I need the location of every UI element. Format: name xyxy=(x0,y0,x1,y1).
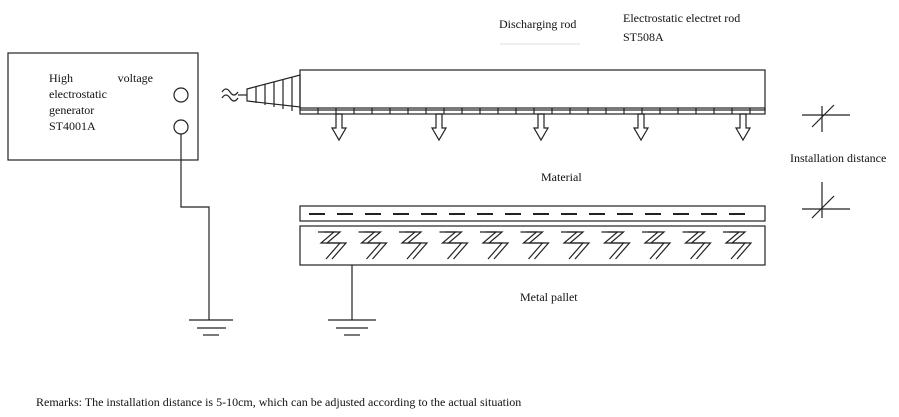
pallet-zigzag xyxy=(688,231,712,260)
material-sheet xyxy=(299,205,766,222)
pallet-zigzag xyxy=(607,231,631,260)
rod-connector xyxy=(246,74,301,111)
generator-label: High voltage electrostatic generator ST4… xyxy=(49,70,153,134)
installation-distance-label: Installation distance xyxy=(790,151,887,165)
remark-text: Remarks: The installation distance is 5-… xyxy=(36,395,522,409)
generator-ground-wire xyxy=(180,134,210,320)
metal-pallet-hatching xyxy=(318,231,753,260)
pallet-zigzag xyxy=(480,231,504,260)
pallet-zigzag xyxy=(405,231,429,260)
material-label: Material xyxy=(541,170,582,184)
pallet-zigzag xyxy=(729,231,753,260)
discharge-arrow xyxy=(532,113,550,142)
pallet-zigzag xyxy=(682,231,706,260)
generator-label-voltage: voltage xyxy=(117,71,153,85)
discharge-arrow xyxy=(632,113,650,142)
cable-squiggle xyxy=(221,88,239,102)
discharge-arrow xyxy=(330,113,348,142)
pallet-zigzag xyxy=(318,231,342,260)
pallet-zigzag xyxy=(567,231,591,260)
generator-box xyxy=(7,52,199,161)
generator-ground-terminal xyxy=(173,119,189,135)
generator-model: ST4001A xyxy=(49,119,96,133)
discharge-arrow xyxy=(734,113,752,142)
pallet-ground-symbol xyxy=(328,319,376,336)
pallet-zigzag xyxy=(364,231,388,260)
discharging-rod-label: Discharging rod xyxy=(499,17,577,31)
pallet-zigzag xyxy=(601,231,625,260)
pallet-zigzag xyxy=(486,231,510,260)
pallet-zigzag xyxy=(723,231,747,260)
installation-distance-marker xyxy=(802,104,850,219)
pallet-zigzag xyxy=(399,231,423,260)
metal-pallet-label: Metal pallet xyxy=(520,290,578,304)
pallet-zigzag xyxy=(358,231,382,260)
generator-label-electrostatic: electrostatic xyxy=(49,87,107,101)
generator-ground-symbol xyxy=(189,319,233,336)
metal-pallet xyxy=(299,225,766,266)
discharge-arrow xyxy=(430,113,448,142)
generator-label-generator: generator xyxy=(49,103,95,117)
electret-rod-emitter-strip xyxy=(299,107,766,115)
pallet-zigzag xyxy=(561,231,585,260)
pallet-zigzag xyxy=(648,231,672,260)
electret-rod-label: Electrostatic electret rod xyxy=(623,11,741,25)
pallet-zigzag xyxy=(445,231,469,260)
pallet-zigzag xyxy=(526,231,550,260)
generator-output-terminal xyxy=(173,87,189,103)
pallet-zigzag xyxy=(324,231,348,260)
pallet-zigzag xyxy=(642,231,666,260)
pallet-zigzag xyxy=(439,231,463,260)
generator-label-high: High xyxy=(49,71,73,85)
pallet-zigzag xyxy=(520,231,544,260)
electret-rod-body xyxy=(299,69,766,111)
electret-rod-model: ST508A xyxy=(623,30,664,44)
discharge-arrows xyxy=(330,113,752,142)
electret-rod-emitter-ticks xyxy=(317,108,751,114)
